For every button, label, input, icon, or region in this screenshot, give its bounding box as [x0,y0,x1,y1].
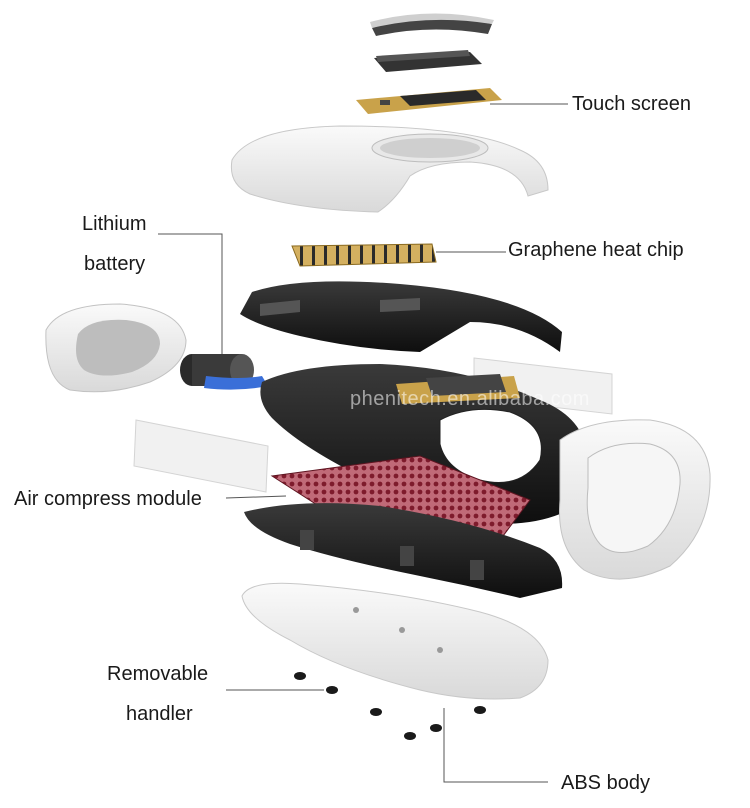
leader-abs-body [443,708,548,783]
display-panel [374,50,482,72]
top-white-shell [230,125,549,213]
air-compress-shell [260,364,586,524]
front-ring-right [559,419,711,580]
label-abs-body: ABS body [561,772,650,794]
leader-lines [158,103,568,783]
label-removable: Removable [107,663,209,685]
lithium-battery [180,354,268,390]
face-ring-left [45,303,187,393]
label-touch-screen: Touch screen [572,93,691,115]
lower-black-frame [244,503,563,598]
side-strip-left [133,419,269,493]
touch-screen-pcb [356,88,502,114]
leader-lithium-battery [158,233,223,354]
upper-black-frame [240,281,562,352]
leader-air-compress [225,495,287,499]
label-air-compress-module: Air compress module [14,488,202,510]
label-lithium: Lithium [82,213,147,235]
top-screen-cover [370,13,494,36]
bottom-white-shell [241,582,549,700]
graphene-heat-chip [291,243,437,267]
label-handler: handler [126,703,193,725]
rubber-feet [294,672,486,740]
watermark: phenitech.en.alibaba.com [350,388,590,410]
label-graphene-heat-chip: Graphene heat chip [508,239,684,261]
label-battery: battery [84,253,146,275]
